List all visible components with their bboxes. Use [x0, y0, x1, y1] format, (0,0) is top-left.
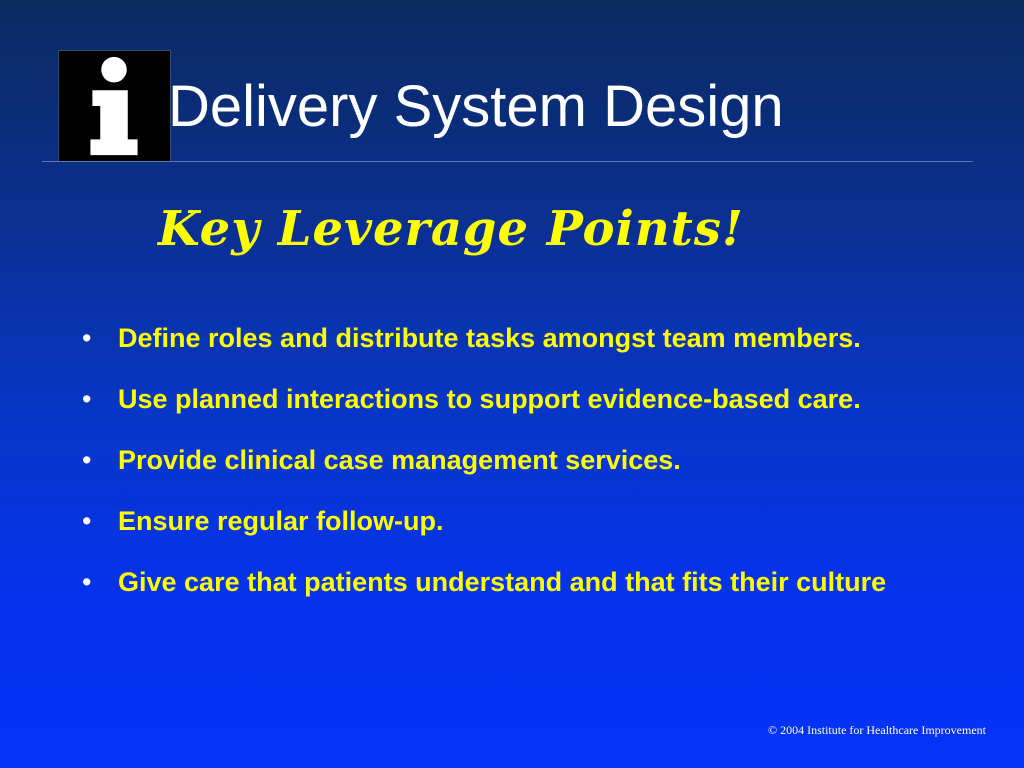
info-i-icon [58, 50, 171, 162]
slide-subtitle: Key Leverage Points! [158, 201, 744, 257]
bullet-marker: • [82, 384, 92, 414]
bullet-marker: • [82, 323, 92, 353]
bullet-marker: • [82, 567, 92, 597]
bullet-marker: • [82, 445, 92, 475]
bullet-item: • Define roles and distribute tasks amon… [80, 318, 910, 358]
bullet-text: Define roles and distribute tasks amongs… [118, 323, 861, 353]
bullet-text: Give care that patients understand and t… [118, 567, 887, 597]
bullet-text: Ensure regular follow-up. [118, 506, 444, 536]
bullet-item: • Provide clinical case management servi… [80, 440, 910, 480]
copyright-footer: © 2004 Institute for Healthcare Improvem… [767, 723, 986, 737]
bullet-item: • Use planned interactions to support ev… [80, 379, 910, 419]
bullet-list: • Define roles and distribute tasks amon… [80, 318, 910, 623]
bullet-text: Provide clinical case management service… [118, 445, 681, 475]
slide-title: Delivery System Design [168, 74, 784, 139]
title-divider [42, 161, 973, 162]
bullet-item: • Ensure regular follow-up. [80, 501, 910, 541]
bullet-item: • Give care that patients understand and… [80, 562, 910, 602]
bullet-text: Use planned interactions to support evid… [118, 384, 861, 414]
bullet-marker: • [82, 506, 92, 536]
